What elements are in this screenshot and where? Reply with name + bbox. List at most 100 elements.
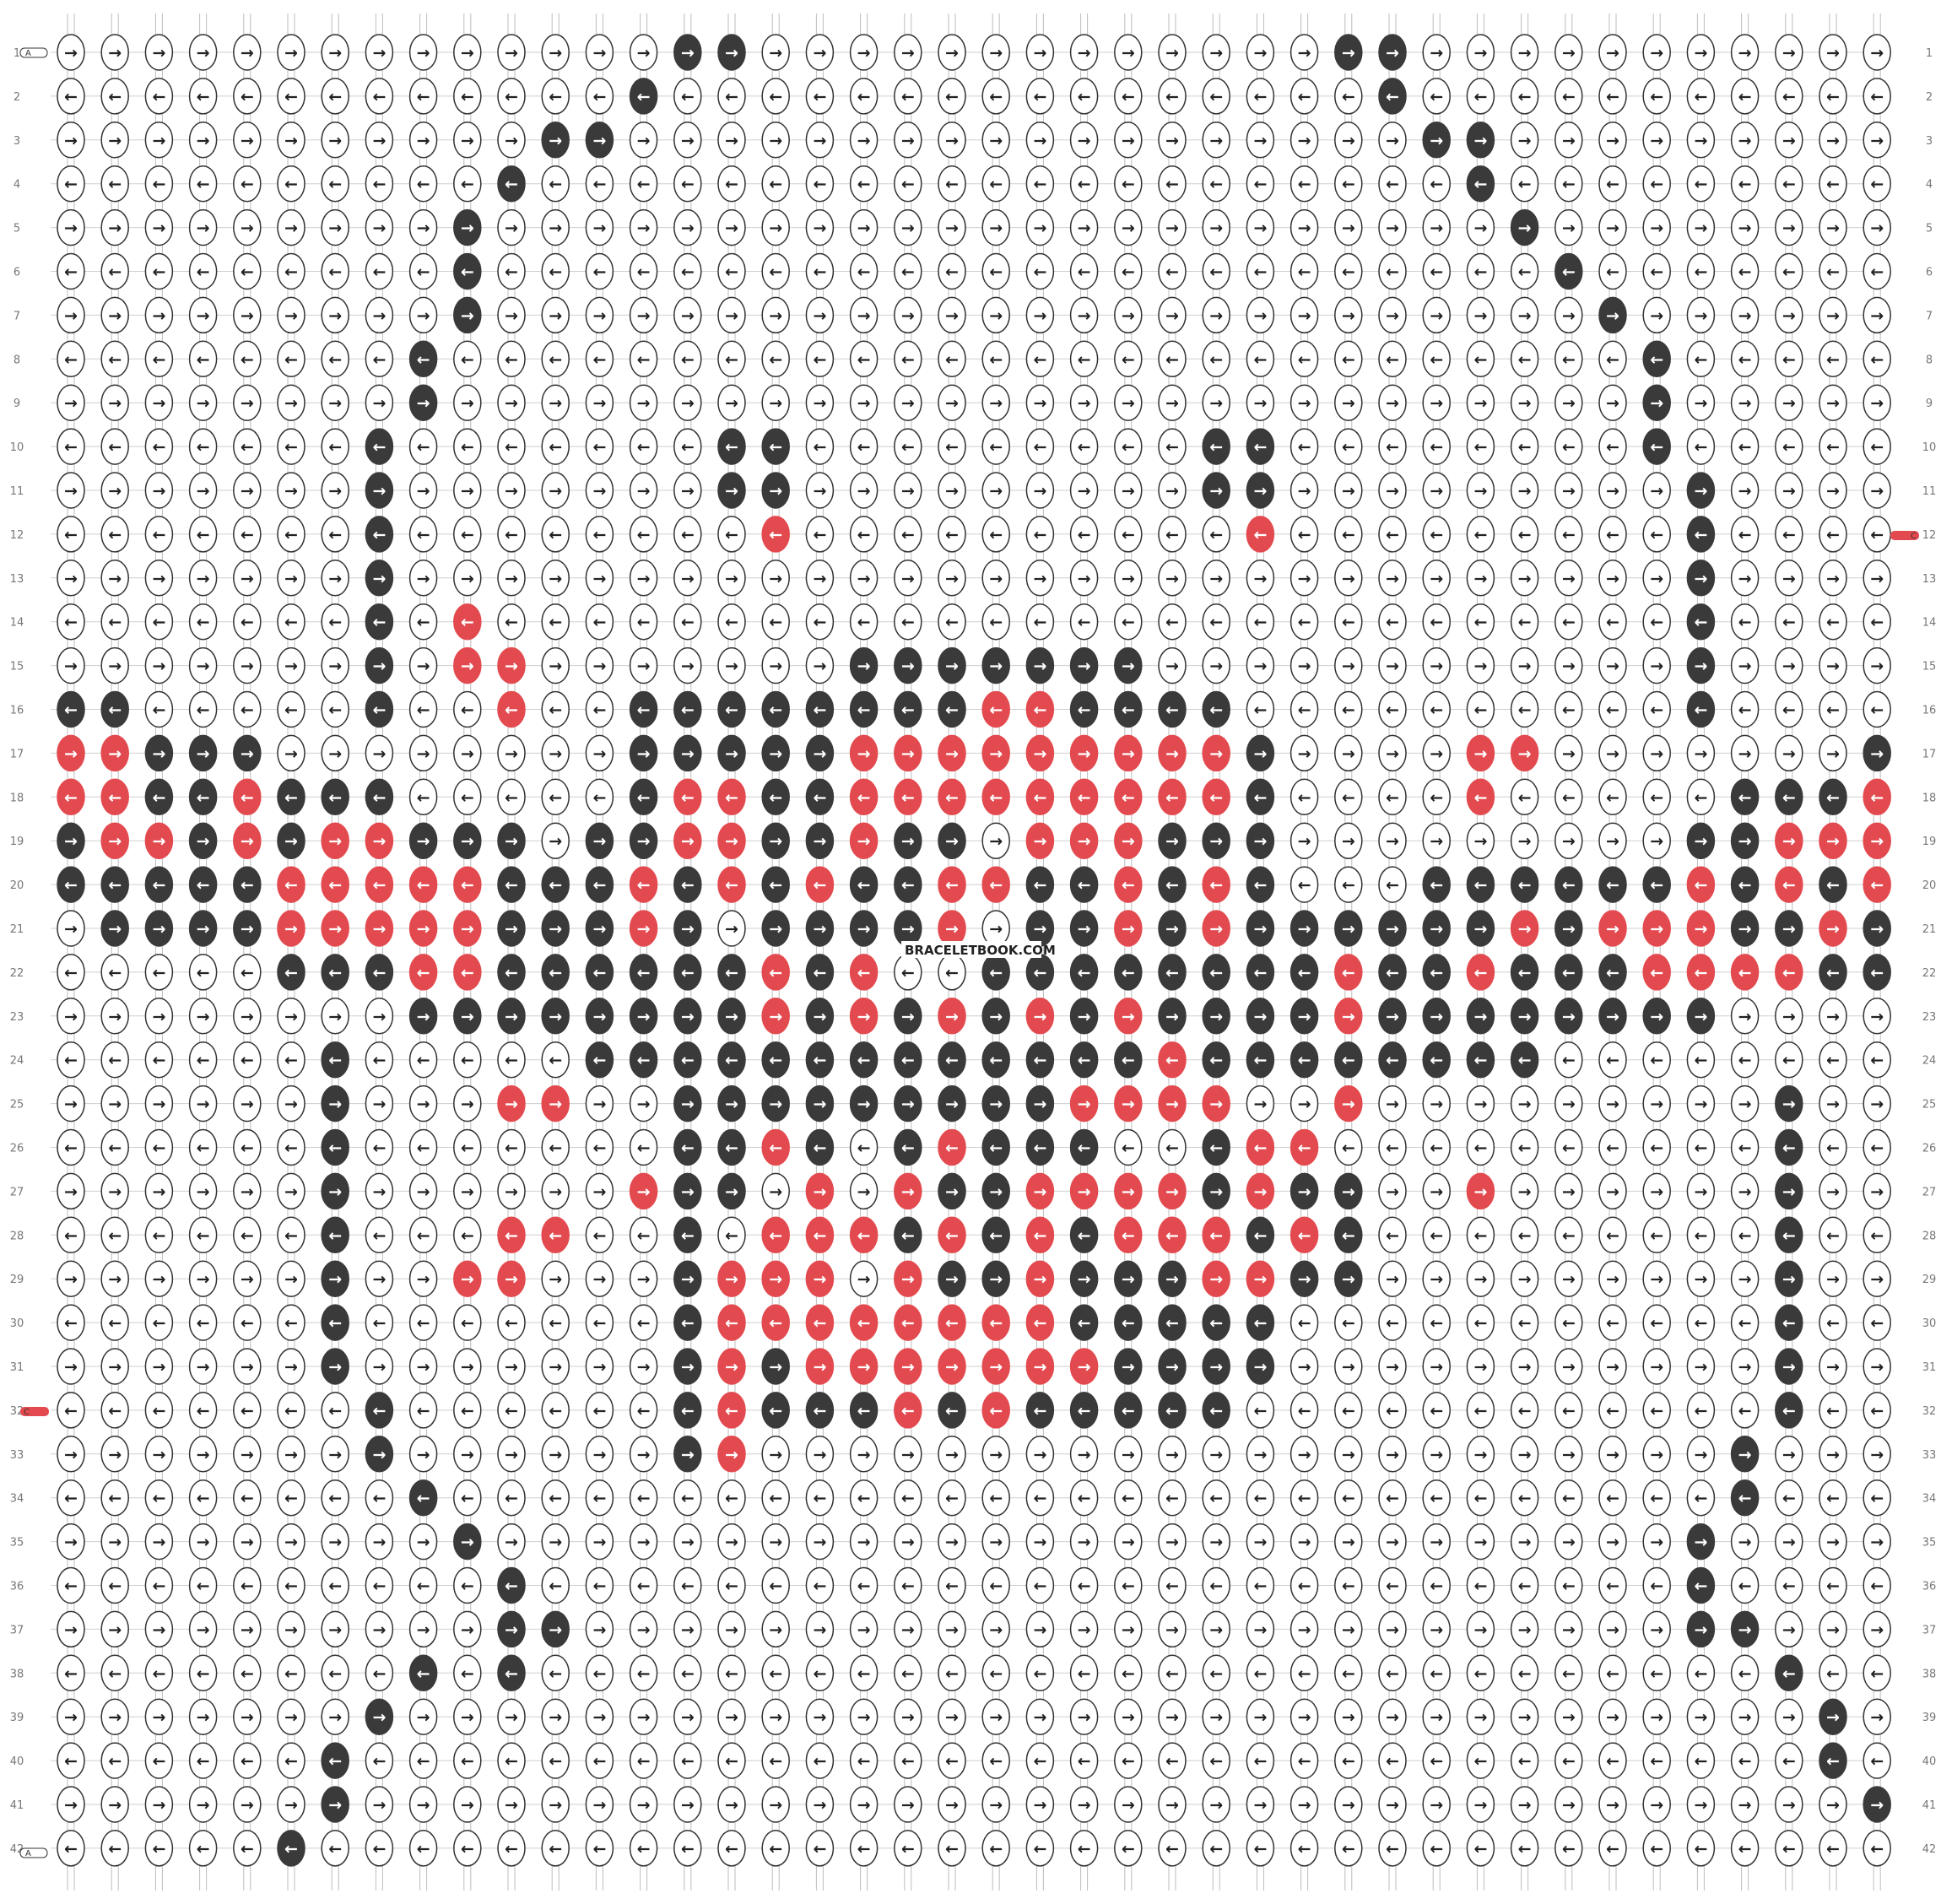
arrow-right-icon: → — [1342, 1620, 1355, 1639]
knot: → — [100, 646, 129, 684]
arrow-left-icon: ← — [1870, 1052, 1884, 1070]
knot: → — [57, 384, 85, 421]
knot: ← — [1289, 1128, 1319, 1166]
arrow-right-icon: → — [1870, 132, 1884, 150]
knot: → — [233, 1436, 262, 1473]
knot: → — [57, 1436, 85, 1473]
arrow-left-icon: ← — [328, 1226, 342, 1245]
knot: → — [849, 822, 879, 859]
arrow-right-icon: → — [241, 1708, 254, 1727]
knot: → — [1202, 1523, 1230, 1561]
knot: → — [1730, 822, 1760, 859]
arrow-left-icon: ← — [769, 876, 782, 895]
knot: ← — [805, 1041, 835, 1079]
arrow-left-icon: ← — [284, 1139, 298, 1158]
knot: ← — [761, 866, 790, 903]
knot: ← — [1114, 1216, 1143, 1254]
arrow-left-icon: ← — [1209, 1402, 1223, 1420]
knot: ← — [1246, 1128, 1275, 1166]
knot: ← — [585, 690, 614, 728]
arrow-left-icon: ← — [989, 176, 1003, 194]
knot: → — [277, 34, 305, 71]
arrow-left-icon: ← — [725, 350, 738, 369]
knot: ← — [1466, 1128, 1495, 1166]
knot: ← — [938, 1216, 966, 1254]
knot: → — [1202, 822, 1230, 859]
arrow-left-icon: ← — [64, 1314, 78, 1333]
arrow-right-icon: → — [64, 1182, 78, 1201]
knot: ← — [321, 340, 349, 378]
knot: → — [717, 1085, 746, 1122]
arrow-left-icon: ← — [945, 350, 959, 369]
arrow-left-icon: ← — [152, 876, 165, 895]
knot: ← — [805, 603, 835, 641]
arrow-left-icon: ← — [1430, 1490, 1443, 1508]
knot: → — [938, 734, 966, 772]
arrow-right-icon: → — [1870, 744, 1884, 763]
arrow-right-icon: → — [197, 1620, 210, 1639]
arrow-left-icon: ← — [1738, 1052, 1752, 1070]
knot: → — [1863, 384, 1891, 421]
knot: → — [938, 822, 966, 859]
knot: ← — [233, 1216, 262, 1254]
knot: ← — [673, 1304, 702, 1341]
knot: ← — [1114, 1304, 1143, 1341]
knot: → — [981, 734, 1010, 772]
knot: ← — [1289, 1041, 1319, 1079]
arrow-right-icon: → — [1298, 1182, 1311, 1201]
knot: ← — [981, 1566, 1010, 1604]
arrow-left-icon: ← — [1694, 88, 1707, 106]
arrow-left-icon: ← — [241, 263, 254, 282]
arrow-left-icon: ← — [461, 88, 474, 106]
arrow-left-icon: ← — [1826, 438, 1840, 457]
knot: ← — [453, 954, 482, 991]
knot: ← — [541, 603, 570, 641]
knot: ← — [673, 1479, 702, 1517]
arrow-left-icon: ← — [1650, 701, 1663, 720]
knot: ← — [1819, 252, 1847, 290]
arrow-right-icon: → — [1165, 219, 1179, 238]
arrow-left-icon: ← — [1870, 88, 1884, 106]
arrow-left-icon: ← — [1826, 88, 1840, 106]
knot: → — [1819, 1085, 1847, 1122]
arrow-right-icon: → — [197, 482, 210, 500]
knot: ← — [408, 340, 438, 378]
arrow-right-icon: → — [549, 132, 562, 150]
knot: → — [805, 296, 835, 334]
knot: ← — [1334, 1566, 1363, 1604]
arrow-left-icon: ← — [1606, 1664, 1619, 1683]
knot: → — [1466, 1085, 1495, 1122]
arrow-right-icon: → — [857, 1270, 871, 1289]
arrow-right-icon: → — [945, 1270, 959, 1289]
knot: ← — [277, 778, 305, 816]
arrow-left-icon: ← — [1298, 614, 1311, 632]
knot: → — [1158, 1523, 1187, 1561]
knot: ← — [1642, 603, 1671, 641]
knot: ← — [541, 1041, 570, 1079]
knot: ← — [1863, 1392, 1891, 1429]
knot: ← — [761, 778, 790, 816]
knot: ← — [717, 1392, 746, 1429]
arrow-right-icon: → — [197, 920, 210, 938]
arrow-left-icon: ← — [592, 964, 606, 982]
knot: → — [365, 1610, 394, 1648]
knot: → — [1466, 384, 1495, 421]
arrow-left-icon: ← — [372, 438, 386, 457]
knot: ← — [144, 1304, 174, 1341]
knot: → — [894, 208, 922, 246]
arrow-right-icon: → — [1342, 832, 1355, 851]
knot: → — [1246, 1260, 1275, 1297]
knot: → — [1334, 122, 1363, 159]
knot: ← — [1114, 165, 1143, 203]
arrow-right-icon: → — [241, 1095, 254, 1114]
knot: ← — [894, 954, 922, 991]
knot: ← — [1158, 1479, 1187, 1517]
arrow-left-icon: ← — [1650, 438, 1663, 457]
knot: → — [894, 1260, 922, 1297]
knot: → — [1775, 910, 1803, 947]
arrow-right-icon: → — [1650, 1533, 1663, 1552]
knot: ← — [805, 1566, 835, 1604]
knot: → — [805, 208, 835, 246]
arrow-left-icon: ← — [108, 263, 122, 282]
knot: ← — [321, 1041, 349, 1079]
